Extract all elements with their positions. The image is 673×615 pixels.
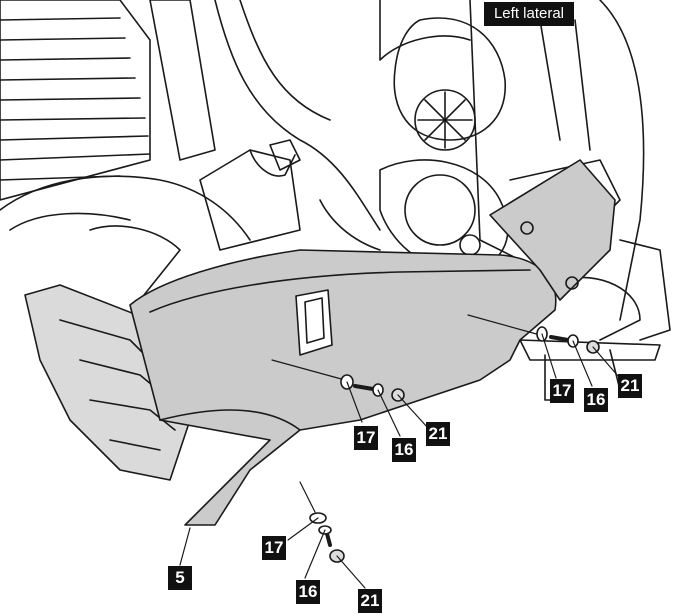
callout-washer-b: 17 <box>550 379 574 403</box>
callout-bolt-b: 16 <box>584 388 608 412</box>
callout-grommet-a: 21 <box>426 422 450 446</box>
callout-grommet-b: 21 <box>618 374 642 398</box>
callout-washer-a: 17 <box>354 426 378 450</box>
belly-pan-panel <box>129 159 616 526</box>
assembly-lines <box>271 314 541 513</box>
callout-bolt-a: 16 <box>392 438 416 462</box>
leader-lines <box>179 333 619 589</box>
callout-panel: 5 <box>168 566 192 590</box>
view-label: Left lateral <box>484 2 574 26</box>
callout-grommet-c: 21 <box>358 589 382 613</box>
callout-bolt-c: 16 <box>296 580 320 604</box>
engine-frame <box>0 0 671 401</box>
callout-washer-c: 17 <box>262 536 286 560</box>
radiator <box>0 0 216 201</box>
